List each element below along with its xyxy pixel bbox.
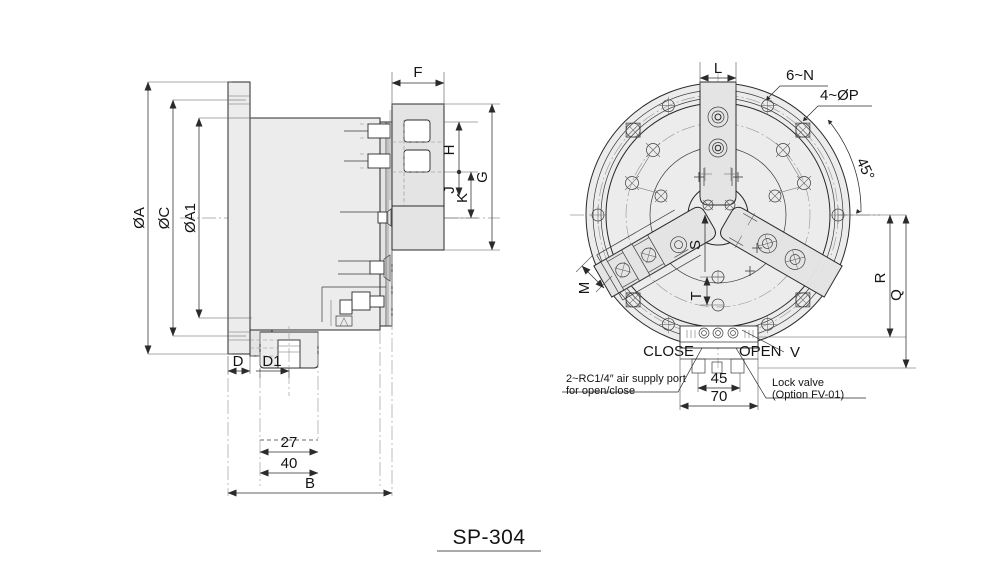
inner-hole <box>624 175 640 191</box>
dimension-70-width: 70 <box>679 348 759 410</box>
dim-label-70-width: 70 <box>711 388 728 405</box>
drawing-title-group: SP-304 <box>437 526 541 552</box>
dim-label-f: F <box>413 64 422 81</box>
dim-label-r: R <box>872 272 889 283</box>
dim-label-l: L <box>714 60 722 77</box>
hole-p <box>795 292 811 308</box>
dimension-s: S <box>687 214 709 272</box>
hole-n <box>659 315 678 334</box>
dimension-r: R <box>758 214 906 338</box>
note-lock-valve-line1: Lock valve <box>772 377 824 389</box>
inner-hole <box>645 142 661 158</box>
hole-p <box>795 122 811 138</box>
hole-n <box>589 206 607 224</box>
jaw-fixing-screws <box>344 123 391 169</box>
dim-label-j: J <box>441 186 458 194</box>
dimension-d1: D1 <box>256 353 290 378</box>
inner-hole <box>796 175 812 191</box>
inner-hole <box>768 189 782 203</box>
dimension-b: B <box>227 250 393 497</box>
dim-label-40: 40 <box>281 455 298 472</box>
label-close: CLOSE <box>643 343 694 360</box>
jaw-lower-left <box>593 206 716 301</box>
dimension-40: 40 <box>259 455 319 477</box>
dimension-g: G <box>444 103 500 251</box>
note-air-supply-line1: 2~RC1/4″ air supply port <box>566 373 686 385</box>
callout-v: V <box>741 329 800 361</box>
dim-label-diameter-a1: ØA1 <box>182 203 199 233</box>
dimension-45-width: 45 <box>697 370 741 392</box>
chuck-body-section <box>249 117 393 331</box>
hole-p <box>625 292 641 308</box>
side-section-view: ØA ØC ØA1 F G <box>131 64 500 497</box>
dim-label-d1: D1 <box>262 353 281 370</box>
hole-p <box>625 122 641 138</box>
note-air-supply: 2~RC1/4″ air supply port for open/close <box>562 347 703 397</box>
upper-jaw-assembly <box>344 103 445 251</box>
dimension-diameter-a1: ØA1 <box>182 117 252 319</box>
inner-hole <box>775 142 791 158</box>
dim-label-45-width: 45 <box>711 370 728 387</box>
air-port-fitting <box>321 286 386 327</box>
note-air-supply-line2: for open/close <box>566 385 635 397</box>
valve-fittings <box>686 327 754 339</box>
hole-n <box>659 96 678 115</box>
center-plug-detail <box>340 208 392 227</box>
six-n-hole-group <box>589 96 847 334</box>
label-open: OPEN <box>739 343 782 360</box>
dim-label-m: M <box>576 282 593 295</box>
bolt-circle-inner <box>625 122 811 308</box>
dim-label-27: 27 <box>281 434 298 451</box>
dim-label-k: K <box>454 193 471 203</box>
dimension-27: 27 <box>259 434 319 456</box>
inner-hole <box>654 189 668 203</box>
dim-label-t: T <box>688 291 705 300</box>
dim-label-v: V <box>790 344 800 361</box>
dimension-diameter-c: ØC <box>156 99 246 337</box>
jaw-lower-right <box>720 206 843 298</box>
hole-n <box>758 96 777 115</box>
jaw-top <box>698 81 738 211</box>
inner-bolt-hole-group <box>624 142 812 203</box>
valve-nipples <box>680 358 758 374</box>
dim-label-d: D <box>233 353 244 370</box>
note-lock-valve: Lock valve (Option FV-01) <box>735 347 866 401</box>
dimension-f: F <box>391 64 445 106</box>
dim-label-g: G <box>474 171 491 183</box>
hole-n <box>758 315 777 334</box>
dim-label-s: S <box>687 240 704 250</box>
callout-four-dia-p: 4~ØP <box>802 87 872 122</box>
callout-six-n: 6~N <box>765 67 828 101</box>
dimension-diameter-a: ØA <box>131 81 232 355</box>
projection-lines <box>259 330 381 486</box>
dimension-q: Q <box>758 214 916 369</box>
dim-label-diameter-c: ØC <box>156 207 173 230</box>
dimension-k: K <box>444 171 478 219</box>
note-lock-valve-line2: (Option FV-01) <box>772 389 844 401</box>
dimension-h: H <box>441 121 478 175</box>
callout-label-six-n: 6~N <box>786 67 814 84</box>
four-dia-p-hole-group <box>625 122 811 308</box>
dim-label-q: Q <box>888 289 905 301</box>
dim-label-h: H <box>441 145 458 156</box>
dimension-m: M <box>575 255 613 295</box>
dim-label-diameter-a: ØA <box>131 207 148 229</box>
dimension-t: T <box>688 276 724 306</box>
dim-label-b: B <box>305 475 315 492</box>
front-circular-view: CLOSE OPEN L 6~N 4~ØP 45° <box>562 60 916 410</box>
center-cross-marks <box>694 172 762 276</box>
rear-mounting-flange <box>227 81 251 355</box>
bottom-drawtube-block <box>249 326 319 396</box>
page-title: SP-304 <box>452 526 525 549</box>
callout-label-four-dia-p: 4~ØP <box>820 87 859 104</box>
lower-bolt-detail <box>338 254 391 282</box>
dimension-l: L <box>699 60 737 90</box>
